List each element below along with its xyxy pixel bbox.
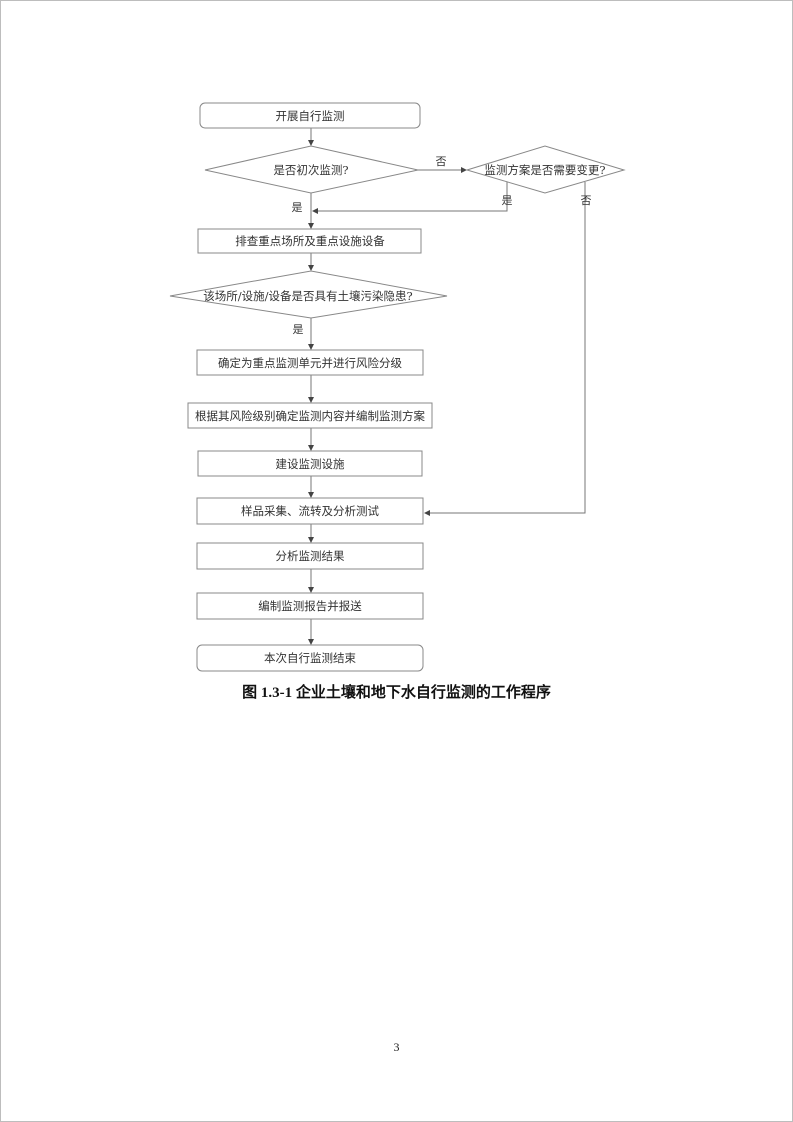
edge-label-yes: 是	[293, 323, 304, 336]
screen-label: 排查重点场所及重点设施设备	[235, 234, 385, 248]
edge-label-no: 否	[436, 155, 447, 168]
decision-soil-risk: 该场所/设施/设备是否具有土壤污染隐患?	[169, 270, 448, 319]
report-node: 编制监测报告并报送	[196, 592, 424, 620]
decision-first-monitoring: 是否初次监测?	[204, 145, 419, 194]
page-number: 3	[393, 1040, 400, 1054]
decision-change-label: 监测方案是否需要变更?	[484, 163, 605, 177]
sample-label: 样品采集、流转及分析测试	[241, 504, 379, 518]
decision-plan-change: 监测方案是否需要变更?	[465, 145, 626, 194]
build-node: 建设监测设施	[197, 450, 423, 477]
connectors	[308, 128, 586, 645]
start-node: 开展自行监测	[199, 102, 421, 129]
figure-caption: 图 1.3-1 企业土壤和地下水自行监测的工作程序	[242, 685, 551, 701]
report-label: 编制监测报告并报送	[258, 599, 362, 613]
classify-label: 确定为重点监测单元并进行风险分级	[218, 356, 402, 370]
start-label: 开展自行监测	[276, 109, 345, 123]
end-node: 本次自行监测结束	[196, 644, 424, 672]
decision-risk-label: 该场所/设施/设备是否具有土壤污染隐患?	[203, 289, 412, 303]
edge-label-no: 否	[581, 194, 592, 207]
classify-node: 确定为重点监测单元并进行风险分级	[196, 349, 424, 376]
analyze-node: 分析监测结果	[196, 542, 424, 570]
build-label: 建设监测设施	[276, 457, 345, 471]
plan-node: 根据其风险级别确定监测内容并编制监测方案	[187, 402, 433, 429]
edge-label-yes: 是	[292, 201, 303, 214]
plan-label: 根据其风险级别确定监测内容并编制监测方案	[195, 409, 425, 423]
end-label: 本次自行监测结束	[264, 651, 356, 665]
analyze-label: 分析监测结果	[276, 549, 345, 563]
sample-node: 样品采集、流转及分析测试	[196, 497, 424, 525]
screen-node: 排查重点场所及重点设施设备	[197, 228, 422, 254]
edge-label-yes: 是	[502, 194, 513, 207]
decision-first-label: 是否初次监测?	[273, 163, 348, 177]
